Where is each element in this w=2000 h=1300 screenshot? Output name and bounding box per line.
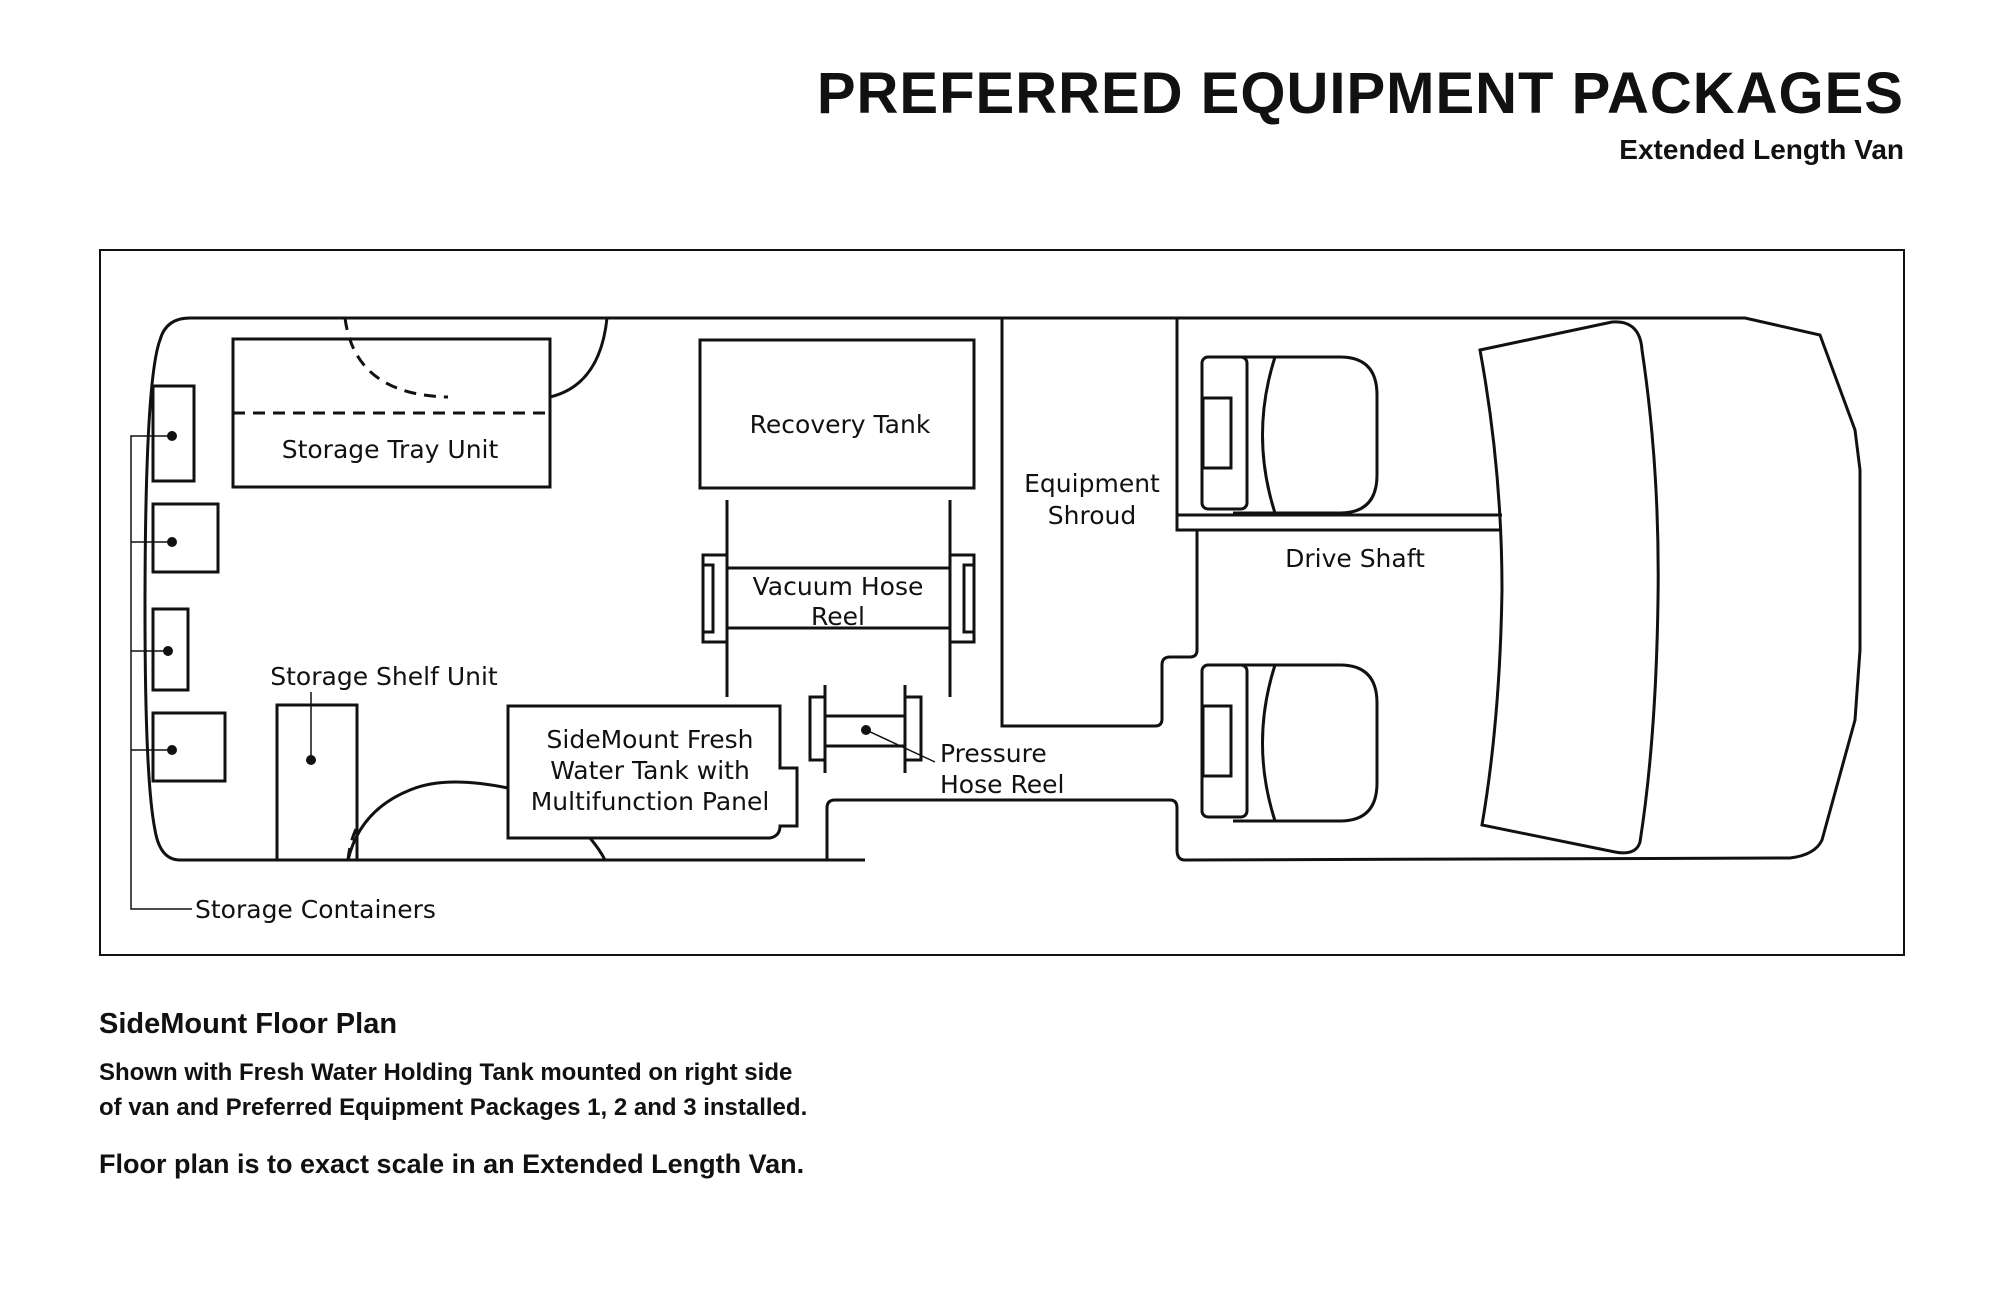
vacuum-hose-reel <box>701 500 976 697</box>
drive-shaft-label: Drive Shaft <box>1285 544 1425 573</box>
page-header: PREFERRED EQUIPMENT PACKAGES Extended Le… <box>817 60 1904 166</box>
recovery-tank-label: Recovery Tank <box>750 410 931 439</box>
van-body-outline <box>143 316 1000 862</box>
storage-tray-unit-label: Storage Tray Unit <box>282 435 499 464</box>
caption: SideMount Floor Plan Shown with Fresh Wa… <box>99 1008 807 1180</box>
vacuum-hose-reel-label: Reel <box>811 602 865 631</box>
recovery-tank <box>698 338 976 490</box>
driver-seat <box>1200 355 1379 515</box>
pressure-hose-reel <box>808 685 936 773</box>
storage-shelf-unit <box>275 703 359 862</box>
page-subtitle: Extended Length Van <box>1619 134 1904 165</box>
pressure-hose-reel-label: Pressure <box>940 739 1047 768</box>
caption-line: Shown with Fresh Water Holding Tank moun… <box>99 1059 793 1086</box>
van-body-outline-right <box>825 316 1862 862</box>
vacuum-hose-reel-label: Vacuum Hose <box>753 572 924 601</box>
fresh-water-tank-label: SideMount Fresh <box>547 725 754 754</box>
fresh-water-tank <box>506 704 799 840</box>
dashboard <box>1478 320 1660 855</box>
drive-shaft <box>1177 513 1502 532</box>
equipment-shroud-label: Equipment <box>1024 469 1160 498</box>
page-title: PREFERRED EQUIPMENT PACKAGES <box>816 61 1904 126</box>
equipment-shroud-outline <box>1000 318 1199 728</box>
equipment-shroud-label: Shroud <box>1048 501 1136 530</box>
caption-note: Floor plan is to exact scale in an Exten… <box>99 1149 805 1179</box>
storage-containers <box>130 384 227 910</box>
caption-line: of van and Preferred Equipment Packages … <box>99 1094 808 1121</box>
pressure-hose-reel-label: Hose Reel <box>940 770 1064 799</box>
caption-title: SideMount Floor Plan <box>99 1008 398 1040</box>
passenger-seat <box>1200 663 1379 823</box>
storage-containers-label: Storage Containers <box>195 895 436 924</box>
fresh-water-tank-label: Multifunction Panel <box>531 787 770 816</box>
fresh-water-tank-label: Water Tank with <box>550 756 750 785</box>
storage-shelf-unit-label: Storage Shelf Unit <box>270 662 498 691</box>
floor-plan-frame <box>99 249 1905 956</box>
